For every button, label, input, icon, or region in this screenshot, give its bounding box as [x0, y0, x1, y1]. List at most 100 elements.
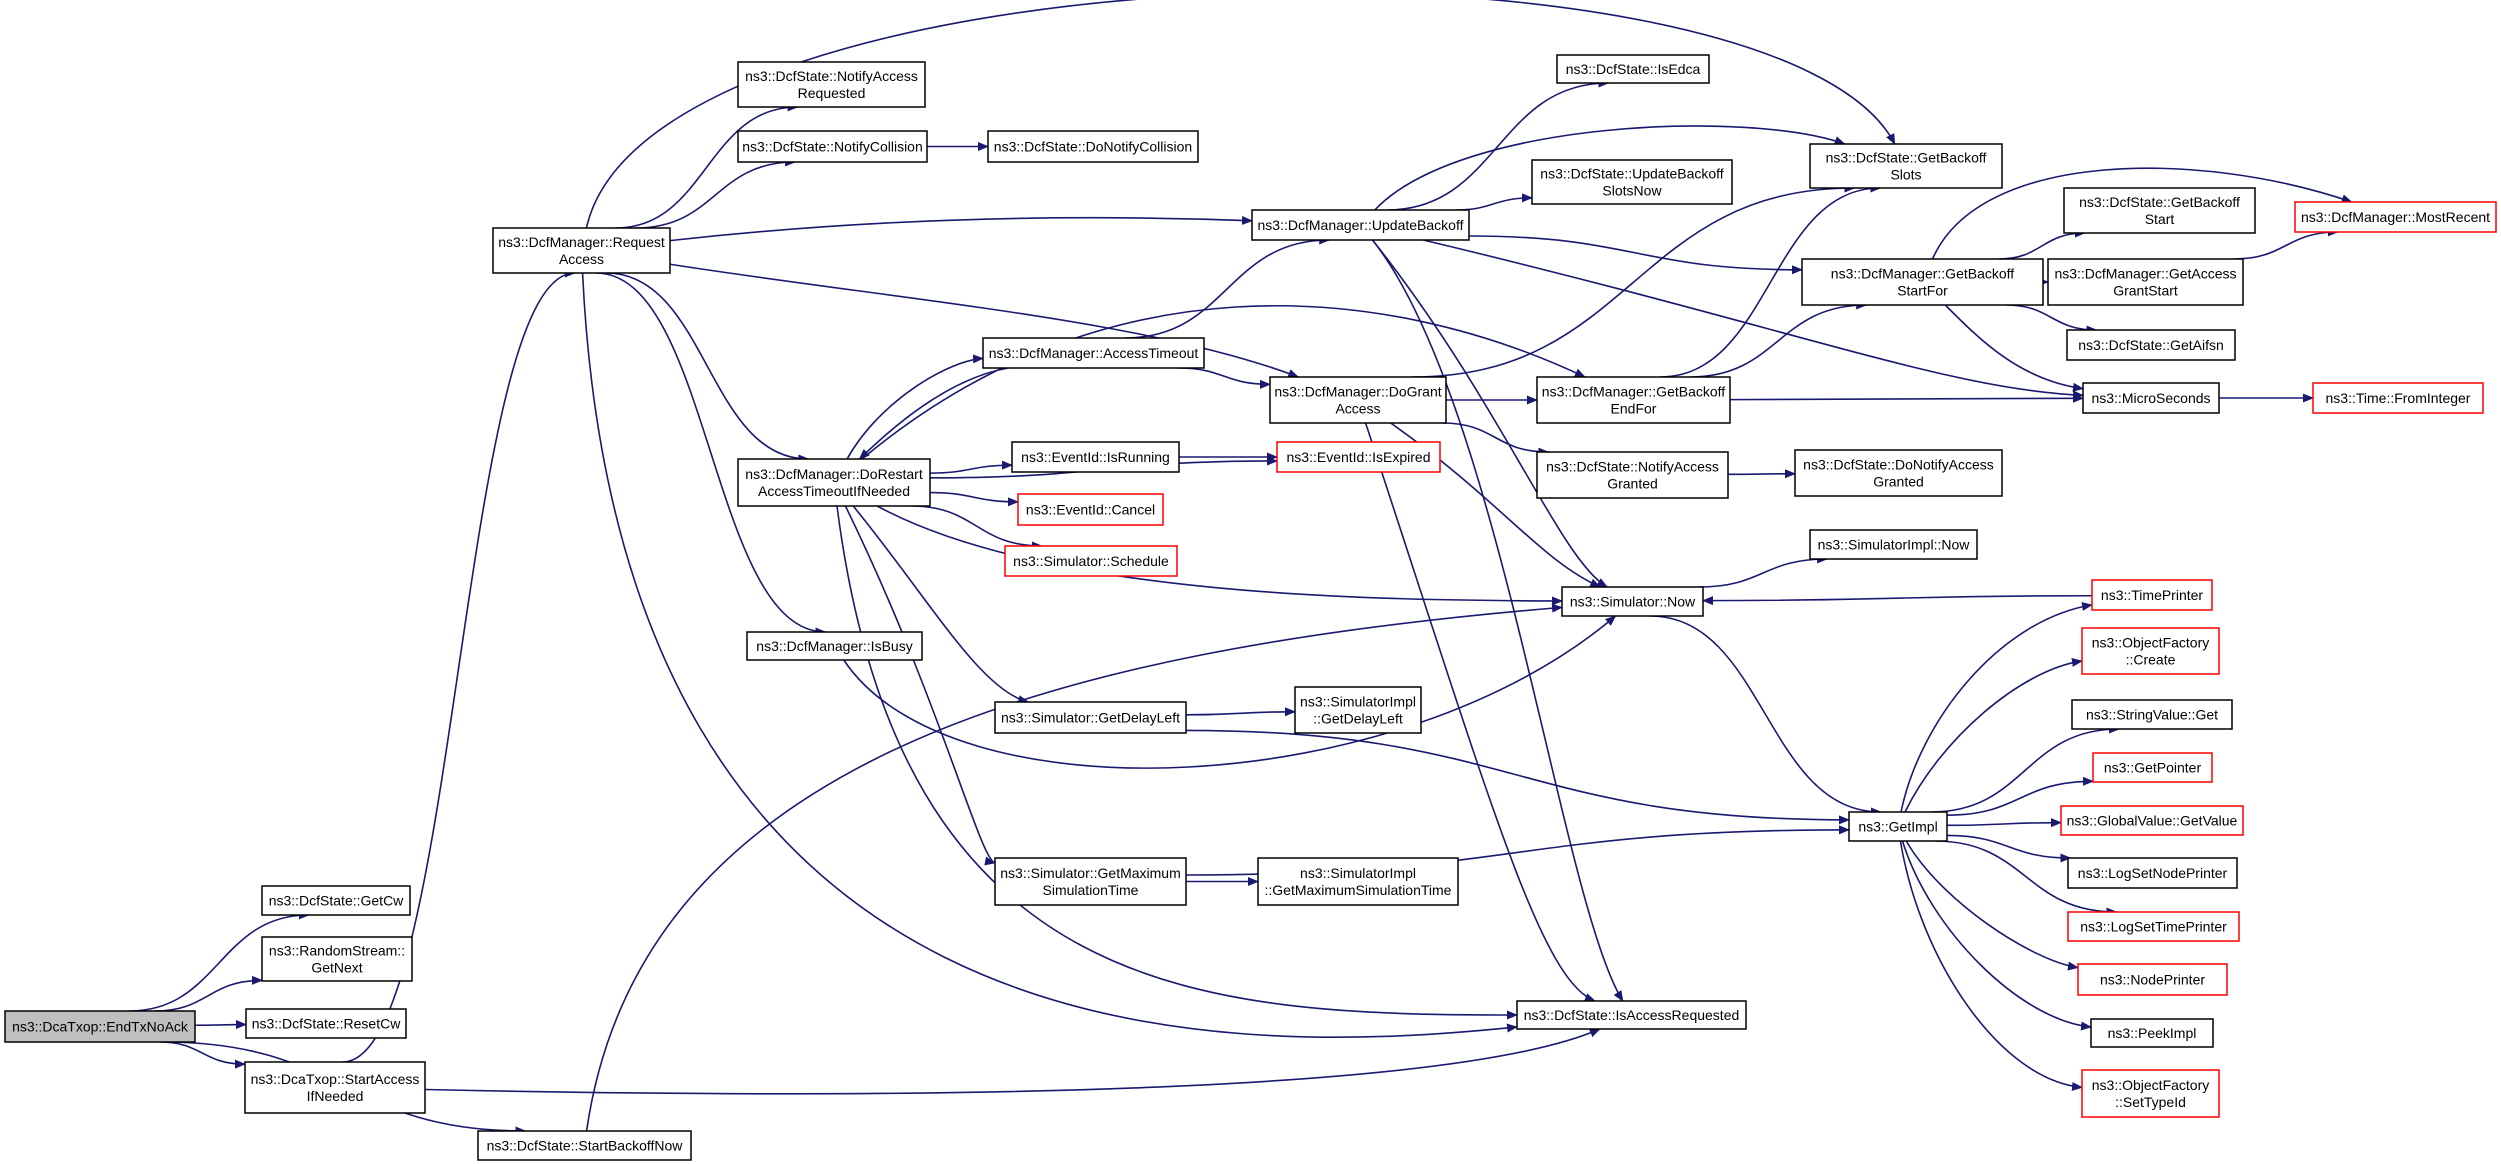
node-is-busy[interactable]: ns3::DcfManager::IsBusy — [746, 631, 923, 661]
node-impl-get-delay-left[interactable]: ns3::SimulatorImpl::GetDelayLeft — [1294, 686, 1422, 734]
node-box — [1276, 441, 1441, 473]
node-most-recent[interactable]: ns3::DcfManager::MostRecent — [2294, 201, 2497, 233]
node-label: Start — [2145, 211, 2175, 227]
node-node-printer[interactable]: ns3::NodePrinter — [2077, 963, 2228, 996]
node-label: ns3::SimulatorImpl — [1300, 694, 1416, 710]
edge-get-impl-to-peek-impl — [1901, 840, 2092, 1031]
node-label: ns3::DcfState::GetBackoff — [2079, 194, 2240, 210]
node-label: ns3::DcfState::StartBackoffNow — [487, 1138, 684, 1154]
node-box — [261, 885, 411, 916]
node-simulator-get-max-sim-time[interactable]: ns3::Simulator::GetMaximumSimulationTime — [994, 857, 1187, 906]
node-label: ns3::DcaTxop::EndTxNoAck — [12, 1019, 189, 1035]
node-get-cw[interactable]: ns3::DcfState::GetCw — [261, 885, 411, 916]
node-do-notify-collision[interactable]: ns3::DcfState::DoNotifyCollision — [987, 130, 1199, 163]
node-box — [2090, 1018, 2214, 1048]
node-label: StartFor — [1897, 283, 1948, 299]
edge-get-backoff-end-for-to-get-backoff-slots — [1660, 183, 1882, 378]
edge-update-backoff-to-get-backoff-start-for — [1468, 235, 1803, 275]
node-simulator-schedule[interactable]: ns3::Simulator::Schedule — [1004, 545, 1178, 577]
node-label: ns3::GlobalValue::GetValue — [2067, 813, 2238, 829]
node-label: Access — [1335, 401, 1380, 417]
node-box — [1516, 1000, 1747, 1030]
node-reset-cw[interactable]: ns3::DcfState::ResetCw — [245, 1008, 407, 1039]
node-update-backoff[interactable]: ns3::DcfManager::UpdateBackoff — [1251, 209, 1470, 241]
node-impl-now[interactable]: ns3::SimulatorImpl::Now — [1809, 529, 1978, 560]
edge-update-backoff-to-is-edca — [1386, 78, 1610, 211]
node-box — [2047, 258, 2244, 306]
node-box — [1251, 209, 1470, 241]
node-time-from-integer[interactable]: ns3::Time::FromInteger — [2312, 382, 2484, 414]
node-object-factory-create[interactable]: ns3::ObjectFactory::Create — [2081, 627, 2220, 675]
node-box — [737, 61, 926, 108]
node-get-impl[interactable]: ns3::GetImpl — [1848, 811, 1948, 842]
call-nodes: ns3::DcaTxop::EndTxNoAck ns3::DcfState::G… — [4, 54, 2497, 1161]
node-get-pointer[interactable]: ns3::GetPointer — [2092, 752, 2213, 783]
node-do-restart-access-timeout[interactable]: ns3::DcfManager::DoRestartAccessTimeoutI… — [737, 458, 931, 507]
node-label: ns3::SimulatorImpl::Now — [1818, 537, 1971, 553]
node-is-edca[interactable]: ns3::DcfState::IsEdca — [1556, 54, 1710, 84]
node-peek-impl[interactable]: ns3::PeekImpl — [2090, 1018, 2214, 1048]
edge-time-printer-to-simulator-now — [1702, 594, 2093, 606]
node-end-tx-no-ack[interactable]: ns3::DcaTxop::EndTxNoAck — [4, 1010, 196, 1043]
node-label: ::GetMaximumSimulationTime — [1265, 882, 1452, 898]
edge-end-tx-no-ack-to-start-access-if-needed — [159, 1041, 246, 1069]
node-box — [1794, 449, 2003, 497]
edge-get-impl-to-get-pointer — [1946, 776, 2094, 816]
node-log-set-node-printer[interactable]: ns3::LogSetNodePrinter — [2067, 857, 2238, 889]
node-box — [2092, 752, 2213, 783]
node-micro-seconds[interactable]: ns3::MicroSeconds — [2082, 382, 2220, 414]
edge-get-impl-to-global-value-get-value — [1946, 818, 2062, 828]
node-event-id-is-expired[interactable]: ns3::EventId::IsExpired — [1276, 441, 1441, 473]
edge-do-restart-access-timeout-to-event-id-is-running — [929, 460, 1013, 474]
edge-get-impl-to-object-factory-create — [1904, 657, 2083, 813]
node-access-timeout[interactable]: ns3::DcfManager::AccessTimeout — [982, 337, 1205, 369]
node-label: ns3::DcfState::NotifyAccess — [745, 68, 918, 84]
node-is-access-requested[interactable]: ns3::DcfState::IsAccessRequested — [1516, 1000, 1747, 1030]
node-box — [2091, 579, 2213, 611]
node-global-value-get-value[interactable]: ns3::GlobalValue::GetValue — [2060, 805, 2244, 836]
edge-get-access-grant-start-to-most-recent — [2233, 227, 2339, 260]
node-notify-collision[interactable]: ns3::DcfState::NotifyCollision — [737, 130, 928, 163]
node-label: Granted — [1607, 476, 1658, 492]
edge-get-backoff-start-for-to-most-recent — [1931, 167, 2353, 260]
node-box — [2077, 963, 2228, 996]
node-box — [2071, 699, 2233, 730]
node-log-set-time-printer[interactable]: ns3::LogSetTimePrinter — [2067, 911, 2240, 942]
node-string-value-get[interactable]: ns3::StringValue::Get — [2071, 699, 2233, 730]
node-event-id-is-running[interactable]: ns3::EventId::IsRunning — [1011, 441, 1180, 473]
node-simulator-now[interactable]: ns3::Simulator::Now — [1561, 586, 1704, 617]
node-event-id-cancel[interactable]: ns3::EventId::Cancel — [1017, 493, 1164, 526]
node-label: ns3::DcfState::DoNotifyCollision — [994, 139, 1192, 155]
node-box — [994, 701, 1187, 734]
node-random-stream-get-next[interactable]: ns3::RandomStream::GetNext — [261, 936, 413, 982]
edge-end-tx-no-ack-to-reset-cw — [194, 1020, 247, 1030]
node-impl-get-max-sim-time[interactable]: ns3::SimulatorImpl::GetMaximumSimulation… — [1257, 857, 1459, 906]
edge-update-backoff-to-simulator-now — [1371, 239, 1609, 588]
node-object-factory-set-type-id[interactable]: ns3::ObjectFactory::SetTypeId — [2081, 1069, 2220, 1118]
node-box — [1556, 54, 1710, 84]
edge-do-grant-access-to-notify-access-granted — [1442, 422, 1550, 457]
node-get-aifsn[interactable]: ns3::DcfState::GetAifsn — [2066, 329, 2236, 361]
node-box — [1809, 143, 2003, 189]
node-label: ns3::RandomStream:: — [269, 943, 405, 959]
edge-access-timeout-to-do-grant-access — [1177, 367, 1271, 389]
node-start-backoff-now[interactable]: ns3::DcfState::StartBackoffNow — [477, 1130, 692, 1161]
edge-get-backoff-end-for-to-micro-seconds — [1729, 393, 2084, 403]
node-box — [1561, 586, 1704, 617]
node-simulator-get-delay-left[interactable]: ns3::Simulator::GetDelayLeft — [994, 701, 1187, 734]
node-time-printer[interactable]: ns3::TimePrinter — [2091, 579, 2213, 611]
node-label: ns3::LogSetNodePrinter — [2078, 865, 2228, 881]
